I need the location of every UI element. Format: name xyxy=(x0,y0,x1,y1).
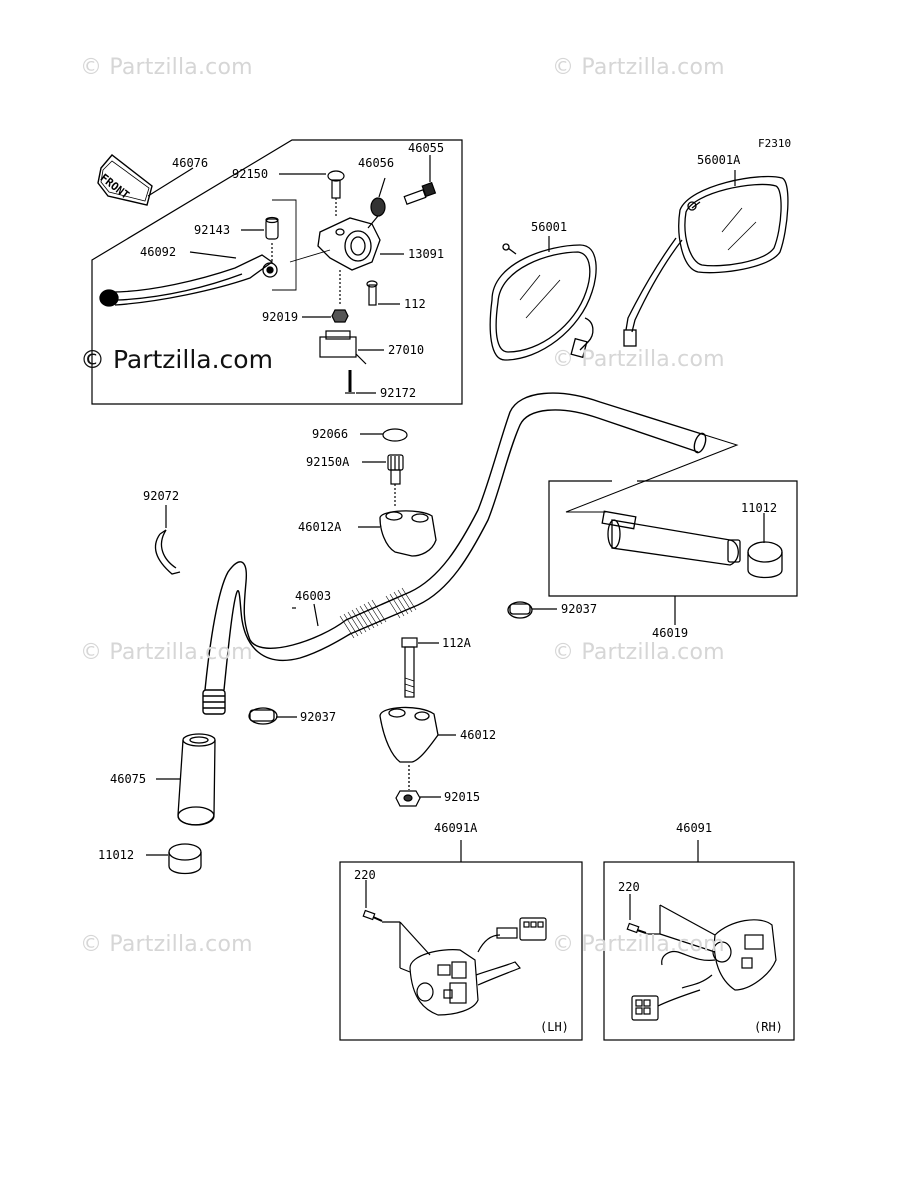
part-label-46012A: 46012A xyxy=(298,520,342,534)
part-label-46092: 46092 xyxy=(140,245,177,259)
rh-switch-housing-shape xyxy=(631,919,777,1021)
holder-13091-shape xyxy=(317,217,381,271)
watermark: © Partzilla.com xyxy=(552,932,725,957)
part-label-46076: 46076 xyxy=(172,156,209,170)
part-label-11012-left: 11012 xyxy=(98,848,135,862)
screw-112-shape xyxy=(366,280,378,306)
part-label-27010: 27010 xyxy=(388,343,425,357)
mirror-56001-shape xyxy=(489,243,597,361)
watermark: © Partzilla.com xyxy=(80,55,253,80)
figure-code: F2310 xyxy=(758,137,792,150)
screw-220-rh-shape xyxy=(626,922,647,934)
side-label-lh: (LH) xyxy=(540,1020,569,1034)
part-label-92172: 92172 xyxy=(380,386,417,400)
part-label-92015: 92015 xyxy=(444,790,481,804)
part-label-92066: 92066 xyxy=(312,427,349,441)
part-label-92037-left: 92037 xyxy=(300,710,337,724)
part-label-46056: 46056 xyxy=(358,156,395,170)
watermark: © Partzilla.com xyxy=(552,347,725,372)
part-label-11012-right: 11012 xyxy=(741,501,778,515)
part-label-92150: 92150 xyxy=(232,167,269,181)
part-label-46091A: 46091A xyxy=(434,821,478,835)
grip-46075-shape xyxy=(177,733,216,826)
knurl-pattern xyxy=(339,587,417,639)
rh-switch-box xyxy=(603,861,795,1041)
band-92072-shape xyxy=(155,529,181,575)
part-label-46012: 46012 xyxy=(460,728,497,742)
mirror-56001A-shape xyxy=(623,175,789,347)
watermark: © Partzilla.com xyxy=(80,345,273,374)
side-label-rh: (RH) xyxy=(754,1020,783,1034)
part-label-220-rh: 220 xyxy=(618,880,640,894)
bolt-112A-shape xyxy=(401,637,418,698)
nut-92015-shape xyxy=(395,790,421,807)
watermark: © Partzilla.com xyxy=(552,55,725,80)
throttle-grip-46019-shape xyxy=(601,510,741,566)
part-label-92150A: 92150A xyxy=(306,455,350,469)
part-label-46091: 46091 xyxy=(676,821,713,835)
cap-46056-shape xyxy=(367,197,386,229)
bolt-46055-shape xyxy=(403,181,437,205)
brake-lever-shape xyxy=(99,254,278,307)
part-label-56001: 56001 xyxy=(531,220,568,234)
part-label-46019: 46019 xyxy=(652,626,689,640)
collar-92143-shape xyxy=(265,216,279,262)
end-cap-11012-right-shape xyxy=(747,541,783,579)
part-label-56001A: 56001A xyxy=(697,153,741,167)
lh-switch-housing-shape xyxy=(409,917,547,1016)
watermark: © Partzilla.com xyxy=(552,640,725,665)
part-label-92072: 92072 xyxy=(143,489,180,503)
part-label-220-lh: 220 xyxy=(354,868,376,882)
screw-92172-shape xyxy=(345,370,355,394)
end-cap-11012-left-shape xyxy=(168,843,202,875)
clamp-46012-shape xyxy=(379,706,439,790)
part-label-46075: 46075 xyxy=(110,772,147,786)
nut-92019-shape xyxy=(331,270,349,323)
screw-220-lh-shape xyxy=(362,909,383,922)
watermark: © Partzilla.com xyxy=(80,640,253,665)
part-label-46055: 46055 xyxy=(408,141,445,155)
handlebar-46003-shape xyxy=(202,392,707,715)
part-label-13091: 13091 xyxy=(408,247,445,261)
part-label-92037-right: 92037 xyxy=(561,602,598,616)
part-label-92143: 92143 xyxy=(194,223,231,237)
part-label-92019: 92019 xyxy=(262,310,299,324)
front-arrow-icon xyxy=(97,154,153,206)
part-label-112A: 112A xyxy=(442,636,471,650)
clamp-92037-right-shape xyxy=(507,601,533,619)
switch-27010-shape xyxy=(319,330,367,365)
lever-assembly-box xyxy=(91,139,463,405)
bolt-92150A-shape xyxy=(387,454,404,508)
part-label-112: 112 xyxy=(404,297,426,311)
clamp-92037-left-shape xyxy=(248,707,278,725)
cap-92066-shape xyxy=(382,428,408,442)
clamp-46012A-shape xyxy=(379,510,437,557)
watermark: © Partzilla.com xyxy=(80,932,253,957)
part-label-46003: 46003 xyxy=(295,589,332,603)
bolt-92150-shape xyxy=(327,170,345,218)
